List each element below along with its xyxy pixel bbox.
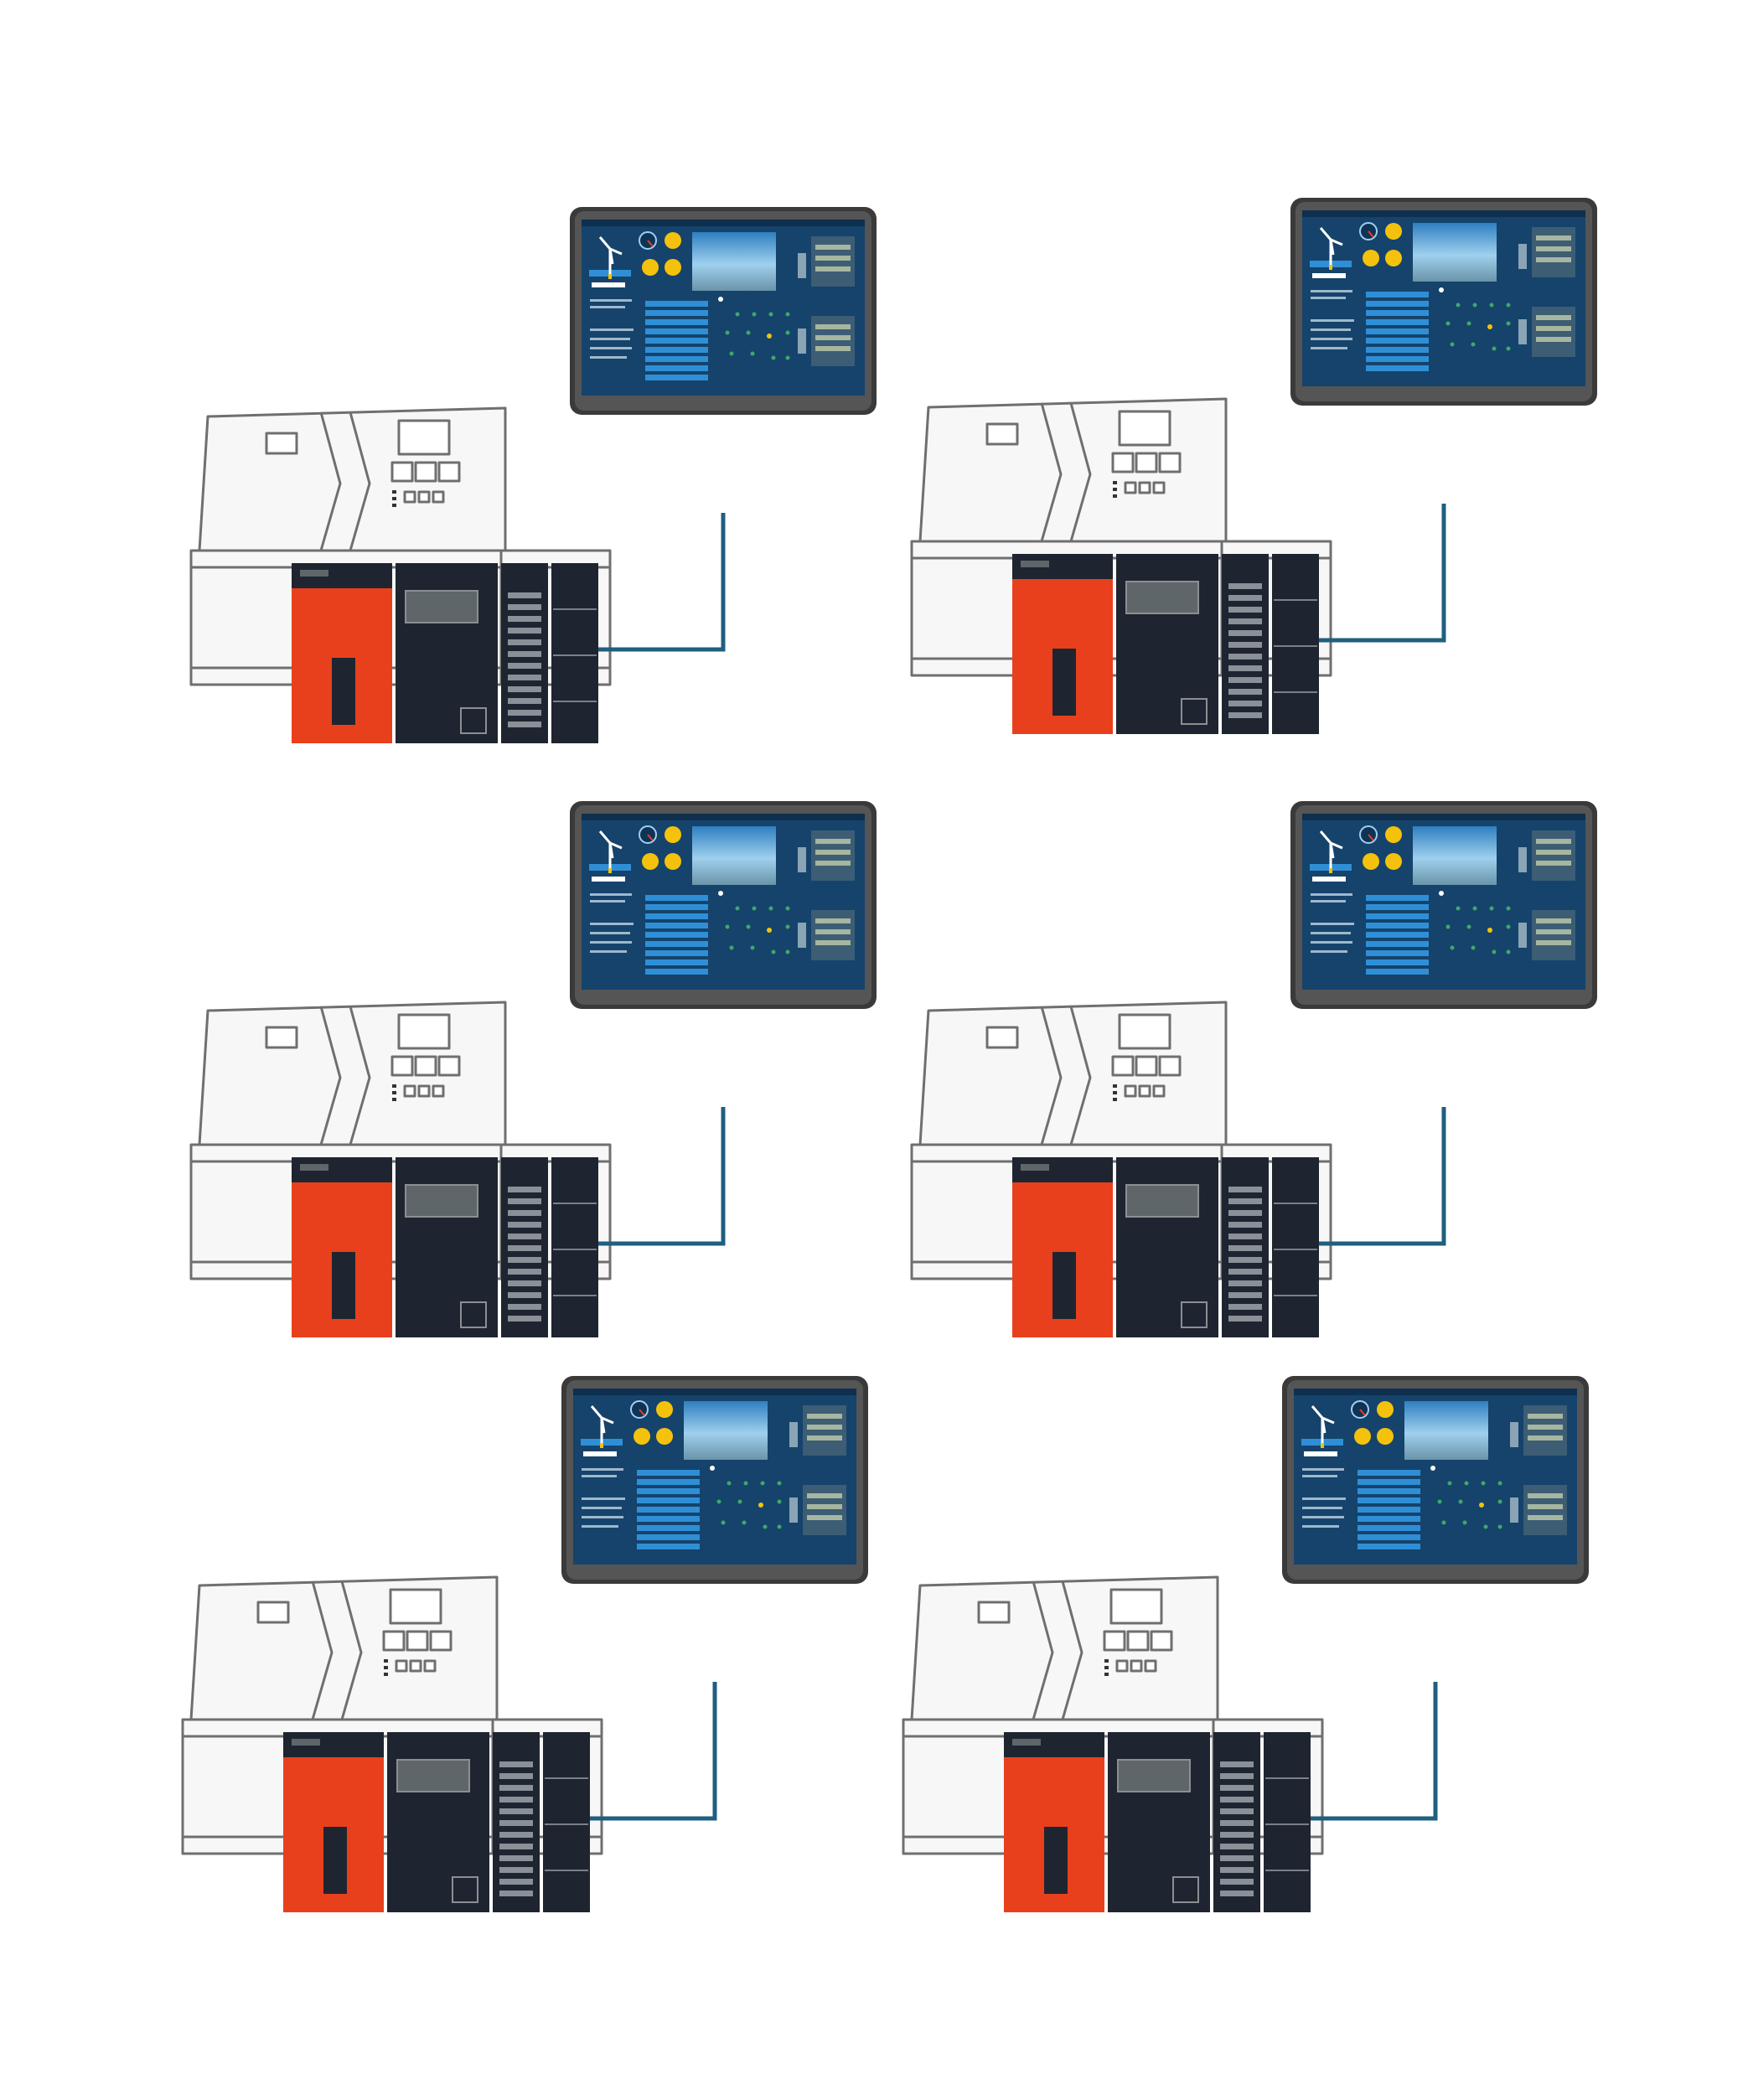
workstation-cell-2 — [912, 198, 1597, 734]
workstation-cell-3 — [191, 801, 877, 1337]
workstation-cell-5 — [183, 1376, 868, 1912]
workstation-cell-4 — [912, 801, 1597, 1337]
workstation-cell-6 — [903, 1376, 1589, 1912]
workstation-cell-1 — [191, 207, 877, 743]
